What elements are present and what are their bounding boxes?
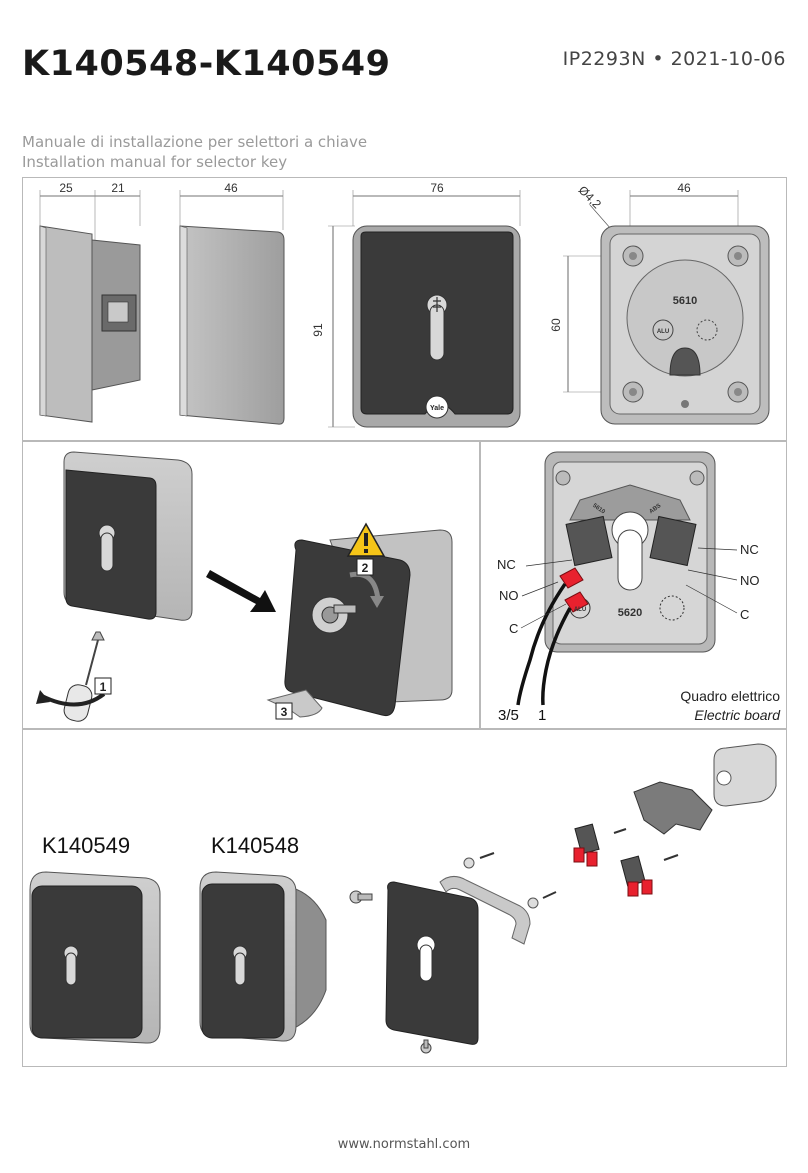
footer-website-url[interactable]: www.normstahl.com: [337, 1137, 471, 1152]
step-2-box: [356, 558, 374, 576]
dim-hole-diameter: Ø4,2: [576, 183, 605, 212]
step-3-label: 3: [281, 705, 288, 719]
step-1-box: [94, 677, 112, 695]
electric-board-label-english: Electric board: [694, 707, 781, 723]
dim-91: 91: [311, 323, 325, 337]
mounting-panel: [22, 441, 480, 729]
step-2-label: 2: [362, 561, 369, 575]
model-k140549-drawing: [29, 871, 161, 1044]
wiring-plate-drawing: [516, 451, 738, 706]
exploded-parts-drawing: [349, 743, 777, 1054]
warning-icon: [346, 522, 386, 557]
document-title: K140548-K140549: [22, 44, 391, 84]
electric-board-label-italian: Quadro elettrico: [680, 688, 780, 704]
model-label-k140548: K140548: [211, 833, 299, 858]
dim-21: 21: [111, 181, 125, 195]
dim-46-side: 46: [224, 181, 238, 195]
label-c-left: C: [509, 621, 518, 636]
wiring-panel: [480, 441, 787, 729]
exploded-view-panel: [22, 729, 787, 1067]
wire-label-3-5: 3/5: [498, 707, 519, 724]
back-plate-drawing: [563, 190, 770, 425]
wire-label-1: 1: [538, 707, 546, 724]
back-side-view-drawing: [179, 190, 285, 425]
wiring-plate-code: 5620: [618, 607, 642, 619]
wiring-plate-alu: ALU: [574, 607, 586, 613]
label-nc-right: NC: [740, 542, 759, 557]
selector-box-drawing: [63, 451, 193, 621]
dim-25: 25: [59, 181, 73, 195]
step-1-label: 1: [100, 680, 107, 694]
front-view-drawing: [328, 190, 521, 428]
subtitle-italian: Manuale di installazione per selettori a…: [22, 133, 368, 151]
front-brand: Yale: [430, 405, 444, 412]
dim-60: 60: [549, 318, 563, 332]
opened-selector-drawing: [284, 529, 453, 716]
dim-76: 76: [430, 181, 444, 195]
dimensions-panel: [22, 177, 787, 441]
back-plate-alu: ALU: [657, 329, 669, 335]
step-3-box: [275, 702, 293, 720]
screwdriver-drawing: [36, 631, 106, 722]
model-label-k140549: K140549: [42, 833, 130, 858]
subtitle-english: Installation manual for selector key: [22, 153, 288, 171]
cover-piece-drawing: [266, 689, 323, 718]
removal-arrow: [206, 570, 276, 612]
side-view-drawing: [39, 190, 141, 423]
back-plate-code: 5610: [673, 295, 697, 307]
label-no-right: NO: [740, 573, 760, 588]
label-nc-left: NC: [497, 557, 516, 572]
document-reference: IP2293N • 2021-10-06: [562, 48, 786, 70]
model-k140548-drawing: [199, 871, 327, 1042]
label-c-right: C: [740, 607, 749, 622]
dim-46-back: 46: [677, 181, 691, 195]
label-no-left: NO: [499, 588, 519, 603]
